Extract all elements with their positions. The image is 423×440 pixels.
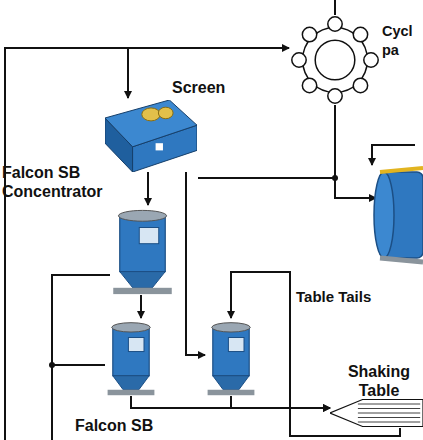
flow-connector: [140, 295, 142, 318]
concentrator-icon: [110, 205, 175, 295]
cyclone-pack-icon: [290, 15, 380, 105]
flow-connector: [147, 172, 149, 205]
vibrating-screen-icon: [105, 100, 197, 172]
flow-connector: [131, 396, 330, 408]
equipment-label: Screen: [172, 78, 244, 97]
shaking-table: Shaking Table: [330, 398, 423, 428]
junction-dot: [332, 175, 338, 181]
mill-feed-line: [198, 178, 376, 198]
feed-line: [127, 48, 129, 98]
return-line: [372, 145, 415, 165]
equipment-label: Shaking Table: [340, 362, 418, 400]
cyclone-pack: Cycl pa: [290, 15, 380, 105]
flow-connector: [186, 172, 205, 355]
equipment-label: Falcon SB: [75, 416, 170, 435]
equipment-label: Falcon SB Concentrator: [2, 163, 137, 201]
flow-connector: [231, 396, 330, 408]
vibrating-screen: Screen: [105, 100, 197, 172]
underflow-line: [334, 105, 336, 178]
feed-line: [5, 48, 289, 440]
stream-label: Table Tails: [294, 288, 373, 306]
equipment-label: Cycl pa: [382, 22, 422, 60]
overflow-line: [334, 0, 336, 15]
concentrator: [205, 318, 257, 396]
concentrator-icon: [205, 318, 257, 396]
tails-line: [52, 364, 105, 366]
junction-dot: [49, 362, 55, 368]
shaking-table-icon: [330, 398, 423, 428]
tails-line: [52, 275, 110, 440]
concentrator: Falcon SB Concentrator: [110, 205, 175, 295]
concentrator: Falcon SB: [105, 318, 157, 396]
concentrator-icon: [105, 318, 157, 396]
ball-mill: [374, 168, 423, 262]
